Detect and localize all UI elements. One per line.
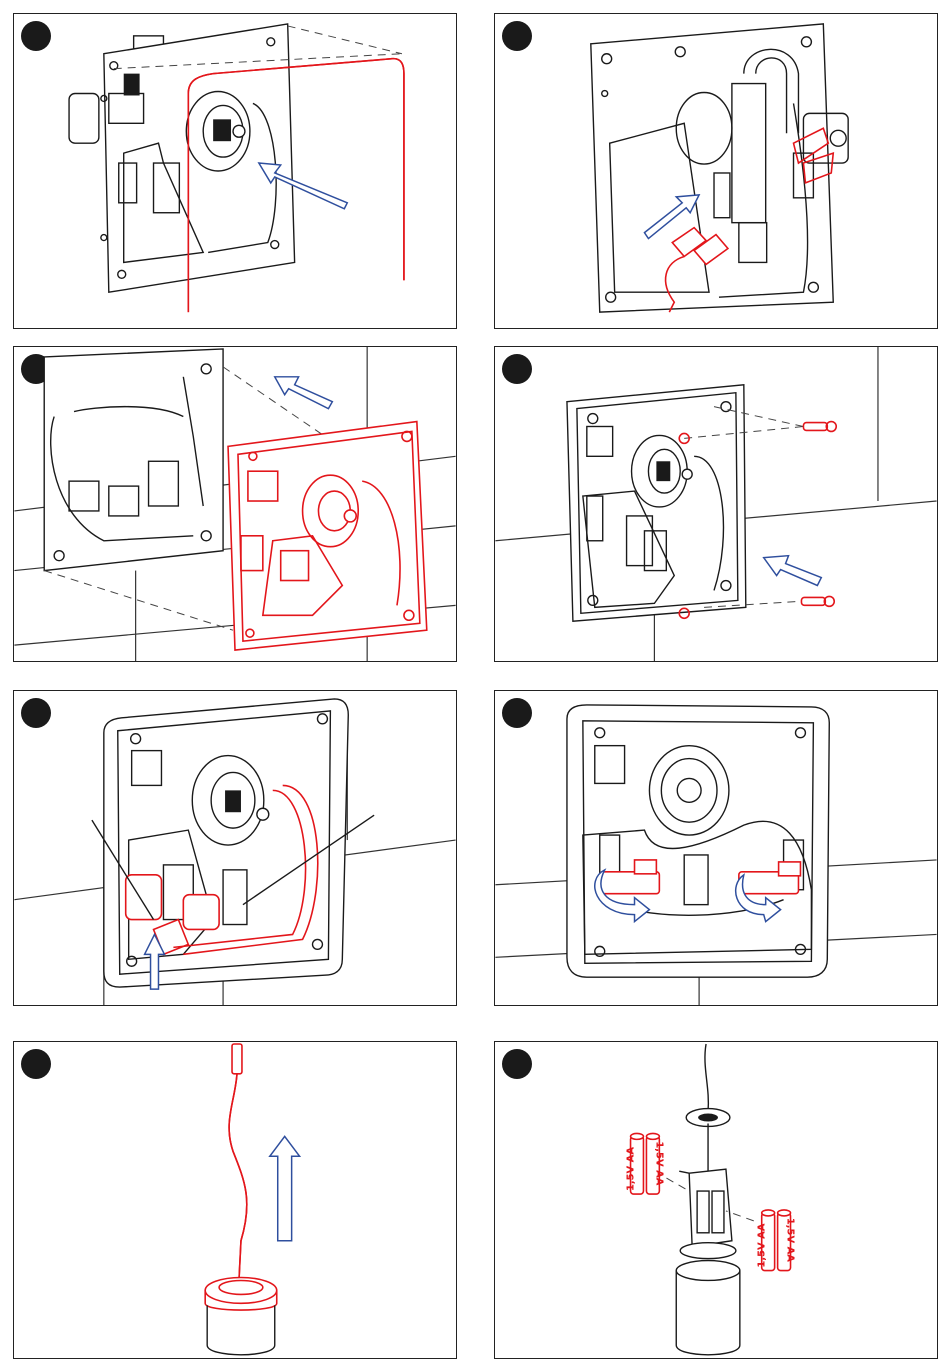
step-4-panel bbox=[494, 346, 938, 662]
step-1-panel bbox=[13, 13, 457, 329]
battery-label: 1,5V AA bbox=[785, 1218, 796, 1262]
step-5-illustration bbox=[14, 691, 456, 1005]
step-3-illustration bbox=[14, 347, 456, 661]
step-6-panel bbox=[494, 690, 938, 1006]
step-8-illustration: 1,5V AA 1,5V AA 1,5V AA 1,5V AA bbox=[495, 1042, 937, 1358]
battery-label: 1,5V AA bbox=[626, 1147, 637, 1191]
step-4-illustration bbox=[495, 347, 937, 661]
step-7-illustration bbox=[14, 1042, 456, 1358]
step-3-panel bbox=[13, 346, 457, 662]
step-2-illustration bbox=[495, 14, 937, 328]
battery-label: 1,5V AA bbox=[757, 1223, 768, 1267]
step-6-illustration bbox=[495, 691, 937, 1005]
step-5-panel bbox=[13, 690, 457, 1006]
step-8-panel: 1,5V AA 1,5V AA 1,5V AA 1,5V AA bbox=[494, 1041, 938, 1359]
battery-label: 1,5V AA bbox=[653, 1141, 664, 1185]
step-7-panel bbox=[13, 1041, 457, 1359]
step-2-panel bbox=[494, 13, 938, 329]
step-1-illustration bbox=[14, 14, 456, 328]
